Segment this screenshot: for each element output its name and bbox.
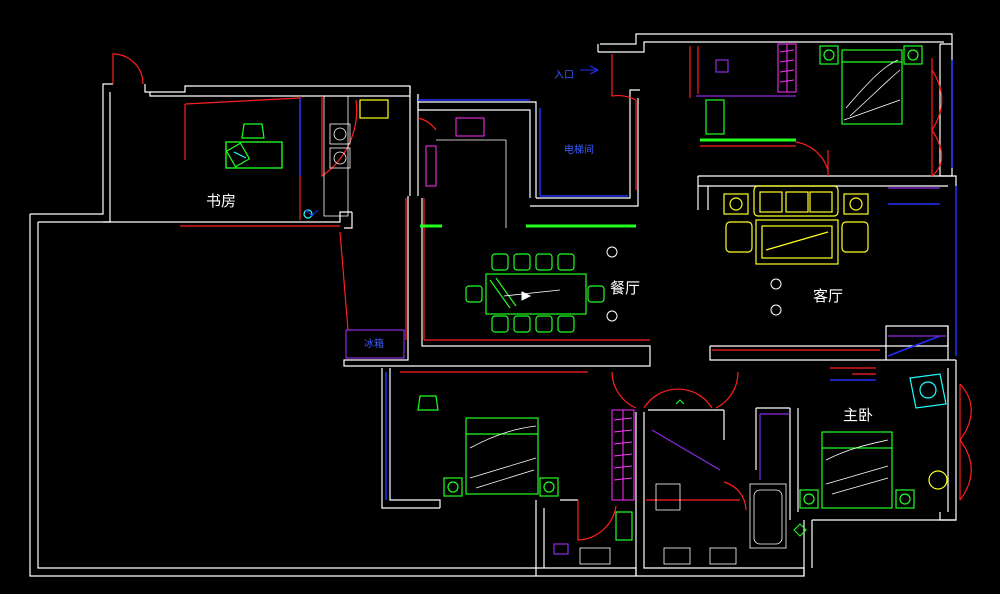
symbols: [305, 65, 807, 537]
room-label-dining: 餐厅: [610, 279, 641, 297]
room-label-study: 书房: [206, 192, 237, 210]
elevator-label: 电梯间: [564, 145, 594, 156]
wardrobes-purple: [345, 59, 946, 555]
sofa-set-yellow: [359, 99, 948, 490]
cyan-accents: [233, 151, 947, 409]
room-label-master: 主卧: [843, 406, 874, 424]
wardrobe-racks: [425, 43, 797, 501]
entrance-label: 入口: [554, 70, 574, 81]
windows-blue: [299, 60, 957, 500]
bed-details: [323, 59, 901, 565]
fridge-label: 冰箱: [364, 339, 384, 350]
room-label-living: 客厅: [813, 287, 844, 305]
furniture-green: [225, 45, 923, 541]
outer-walls: [29, 33, 957, 577]
